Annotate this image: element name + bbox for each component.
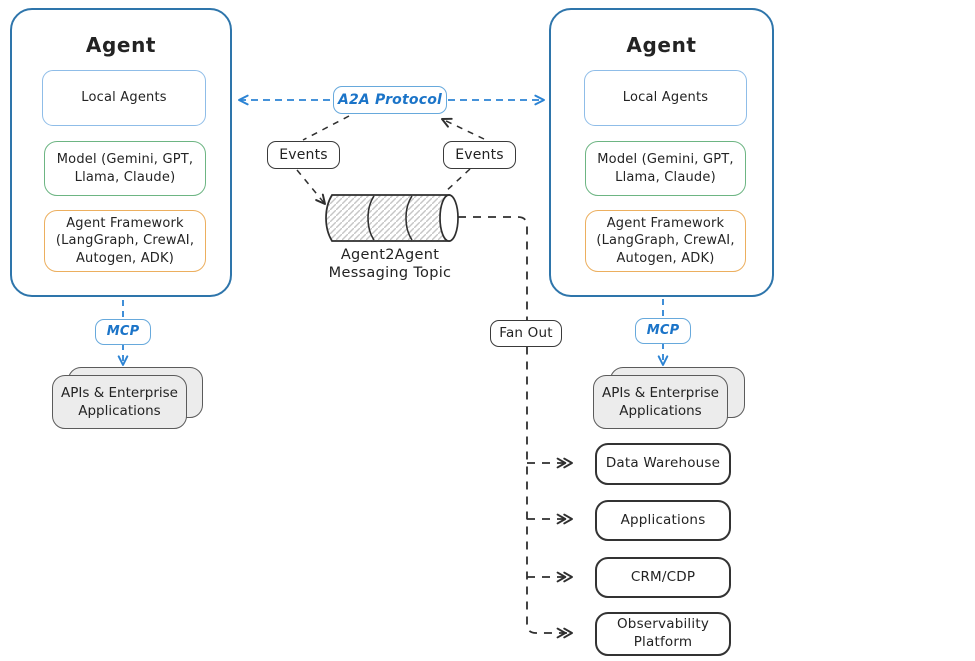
agent-box-right: Agent Local Agents Model (Gemini, GPT, L…: [549, 8, 774, 297]
apis-card-front: APIs & Enterprise Applications: [52, 375, 187, 429]
fan-out-badge: Fan Out: [490, 320, 562, 347]
model-box: Model (Gemini, GPT, Llama, Claude): [44, 141, 206, 196]
local-agents-box: Local Agents: [584, 70, 747, 126]
mcp-badge-left: MCP: [95, 319, 151, 345]
destination-box-data-warehouse: Data Warehouse: [595, 443, 731, 485]
messaging-topic-cylinder: [325, 194, 459, 242]
local-agents-box: Local Agents: [42, 70, 206, 126]
fan-out-links: [458, 216, 573, 639]
agent-title: Agent: [85, 33, 157, 57]
model-box: Model (Gemini, GPT, Llama, Claude): [585, 141, 746, 196]
agent-title: Agent: [626, 33, 697, 57]
messaging-topic-label: Agent2Agent Messaging Topic: [328, 247, 452, 282]
destination-box-applications: Applications: [595, 500, 731, 541]
events-box-left: Events: [267, 141, 340, 169]
agent-box-left: Agent Local Agents Model (Gemini, GPT, L…: [10, 8, 232, 297]
a2a-protocol-badge: A2A Protocol: [333, 86, 447, 114]
framework-box: Agent Framework (LangGraph, CrewAI, Auto…: [44, 210, 206, 272]
mcp-badge-right: MCP: [635, 318, 691, 344]
events-links: [296, 115, 485, 205]
events-box-right: Events: [443, 141, 516, 169]
destination-box-crm-cdp: CRM/CDP: [595, 557, 731, 598]
apis-card-front: APIs & Enterprise Applications: [593, 375, 728, 429]
framework-box: Agent Framework (LangGraph, CrewAI, Auto…: [585, 210, 746, 272]
destination-box-observability-platform: Observability Platform: [595, 612, 731, 656]
